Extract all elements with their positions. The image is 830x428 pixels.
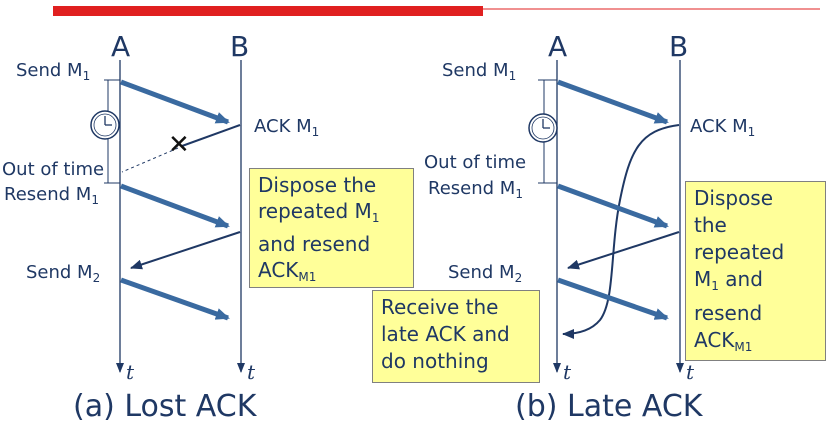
note-a-line4-sub: M1	[298, 270, 317, 284]
note-b-line4-and: and	[725, 267, 763, 291]
send-m1-label: Send M1	[16, 61, 90, 86]
resend-m1-sub-right: 1	[515, 187, 523, 201]
note-b-line4-text: M	[694, 267, 712, 291]
send-m1-label-right: Send M1	[442, 61, 516, 86]
resend-m1-text: Resend M	[4, 184, 92, 205]
note-late-line1: Receive the	[381, 295, 499, 319]
arrow-ack-lost	[181, 124, 241, 147]
ack-m1-label: ACK M1	[254, 117, 319, 142]
header-bar-red	[53, 6, 483, 16]
resend-m1-label: Resend M1	[4, 185, 99, 210]
arrow-resend-m1-a	[120, 183, 230, 229]
note-a-line2: repeated M1	[258, 198, 405, 231]
node-label-a-right: A	[548, 30, 568, 63]
arrow-ack-return-b	[567, 231, 680, 270]
send-m2-sub-right: 2	[514, 271, 523, 285]
arrow-resend-m1-b	[557, 183, 669, 229]
note-b-line6-sub: M1	[734, 340, 753, 354]
arrow-send-m2-b	[557, 277, 669, 321]
resend-m1-label-right: Resend M1	[428, 179, 523, 204]
ack-m1-text: ACK M	[254, 116, 312, 137]
ack-m1-sub: 1	[311, 125, 320, 139]
note-a-line4: ACKM1	[258, 257, 405, 290]
time-axis-a-left: t	[126, 360, 135, 384]
note-dispose-repeated-b: Dispose the repeated M1 and resend ACKM1	[685, 181, 826, 361]
send-m1-sub: 1	[82, 69, 91, 83]
node-label-a: A	[111, 30, 131, 63]
note-a-line1: Dispose the	[258, 173, 377, 197]
arrow-send-m2-a	[120, 277, 230, 321]
time-axis-b-right: t	[686, 360, 695, 384]
lost-marker: ✕	[168, 130, 190, 160]
note-b-line4: M1 and	[694, 266, 817, 300]
arrow-late-ack	[562, 124, 680, 339]
out-of-time-label: Out of time	[2, 159, 105, 180]
note-b-line5: resend	[694, 301, 763, 325]
node-label-b-right: B	[669, 30, 689, 63]
note-b-line4-sub: 1	[711, 279, 719, 293]
ack-m1-sub-right: 1	[747, 125, 756, 139]
arrow-ack-return-a	[130, 231, 241, 270]
node-label-b: B	[230, 30, 250, 63]
note-a-line4-text: ACK	[258, 258, 299, 282]
caption-late-ack: (b) Late ACK	[515, 389, 703, 424]
arrow-send-m1-a	[120, 79, 230, 125]
ack-m1-text-right: ACK M	[690, 116, 748, 137]
clock-icon	[528, 113, 558, 143]
send-m1-text: Send M	[16, 60, 83, 81]
note-late-line2: late ACK and	[381, 322, 510, 346]
note-a-line2-text: repeated M	[258, 199, 372, 223]
time-axis-b-left: t	[247, 360, 256, 384]
send-m2-text: Send M	[26, 262, 93, 283]
send-m2-sub: 2	[92, 271, 101, 285]
send-m1-text-right: Send M	[442, 60, 509, 81]
note-dispose-repeated-a: Dispose the repeated M1 and resend ACKM1	[249, 168, 414, 288]
note-late-line3: do nothing	[381, 349, 489, 373]
send-m1-sub-right: 1	[508, 69, 517, 83]
arrow-send-m1-b	[557, 79, 669, 125]
out-of-time-label-right: Out of time	[424, 152, 527, 173]
send-m2-label-right: Send M2	[448, 263, 522, 288]
send-m2-label: Send M2	[26, 263, 100, 288]
resend-m1-text-right: Resend M	[428, 178, 516, 199]
note-a-line3: and resend	[258, 232, 371, 256]
note-b-line6-text: ACK	[694, 328, 735, 352]
clock-icon	[90, 110, 120, 140]
resend-m1-sub: 1	[91, 193, 99, 207]
ack-m1-label-right: ACK M1	[690, 117, 755, 142]
note-b-line1: Dispose	[694, 186, 774, 210]
send-m2-text-right: Send M	[448, 262, 515, 283]
caption-lost-ack: (a) Lost ACK	[73, 389, 257, 424]
time-axis-a-right: t	[563, 360, 572, 384]
note-receive-late-ack: Receive the late ACK and do nothing	[372, 290, 540, 383]
note-b-line6: ACKM1	[694, 327, 817, 361]
note-a-line2-sub: 1	[371, 211, 380, 225]
lost-ack-dashed	[121, 147, 179, 173]
note-b-line3: repeated	[694, 240, 785, 264]
note-b-line2: the	[694, 213, 727, 237]
